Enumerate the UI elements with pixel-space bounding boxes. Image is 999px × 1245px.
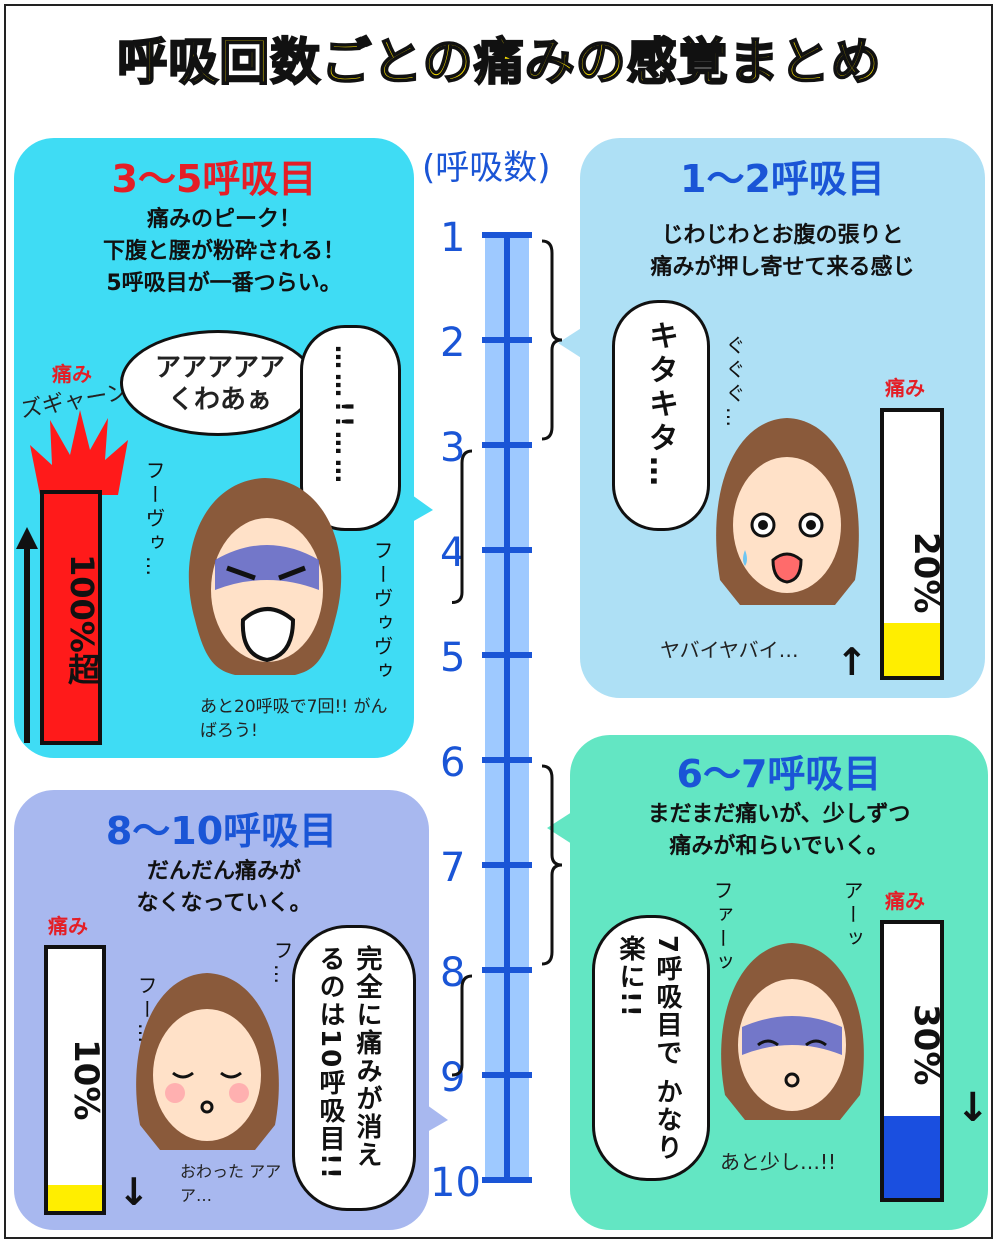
panel-heading: 6〜7呼吸目 (676, 752, 882, 796)
axis-title: (呼吸数) (422, 148, 551, 188)
bubble-text: 完全に痛みが消えるのは10呼吸目!! (315, 945, 382, 1181)
finished-note: おわった アアア… (180, 1162, 282, 1205)
panel-heading: 8〜10呼吸目 (105, 809, 338, 853)
speech-bubble (292, 925, 416, 1211)
group-brace (541, 764, 563, 966)
panel-pointer (405, 490, 433, 526)
group-brace (541, 239, 563, 441)
desc-line: だんだん痛みが (146, 859, 301, 884)
panel-heading: 3〜5呼吸目 (111, 157, 317, 201)
scale-number: 6 (440, 740, 465, 786)
panel-description: だんだん痛みが なくなっていく。 (54, 856, 394, 920)
desc-line: なくなっていく。 (136, 891, 312, 916)
arrow-down-icon: ↓ (956, 1085, 990, 1131)
pain-label: 痛み (885, 376, 925, 400)
face-relieved-icon (136, 973, 279, 1150)
scale-number: 7 (440, 845, 465, 891)
face-screaming-icon (188, 478, 342, 675)
panel-pointer (558, 325, 586, 361)
encouragement-note: あと20呼吸で7回!! がんばろう! (200, 697, 388, 741)
breath-text-right: アーッ (840, 880, 864, 952)
page-frame (4, 4, 993, 1239)
almost-note: あと少し…!! (720, 1150, 837, 1174)
pain-percent: 100%超 (63, 554, 101, 685)
side-text: ぐぐぐ… (722, 335, 746, 431)
breath-text-right: フーヴゥヴゥ (370, 540, 394, 684)
pain-percent: 20% (906, 532, 946, 614)
bubble-text: キタキタ… (643, 320, 678, 490)
breath-text-right: フ… (270, 940, 294, 988)
group-brace (451, 449, 473, 604)
dots-bubble (300, 325, 401, 531)
speech-bubble (612, 300, 710, 531)
desc-line: まだまだ痛いが、少しずつ (647, 802, 911, 827)
scale-number: 1 (440, 215, 465, 261)
pain-percent: 30% (906, 1004, 946, 1086)
worry-note: ヤバイヤバイ… (660, 638, 799, 662)
breath-text-left: フーヴゥ… (142, 460, 166, 580)
arrow-up-icon (16, 527, 38, 743)
desc-line: 痛みが押し寄せて来る感じ (650, 255, 915, 280)
panel-description: 痛みのピーク！ 下腹と腰が粉砕される！ 5呼吸目が一番つらい。 (54, 204, 394, 300)
pain-meter-8-10: 10% (44, 945, 106, 1215)
burst-icon (30, 410, 128, 495)
panel-description: じわじわとお腹の張りと 痛みが押し寄せて来る感じ (590, 220, 975, 284)
bubble-text: 7呼吸目で かなり楽に!! (615, 935, 682, 1163)
pain-meter-fill (884, 1115, 940, 1198)
page-title: 呼吸回数ごとの痛みの感覚まとめ (116, 32, 882, 92)
desc-line: じわじわとお腹の張りと (661, 223, 904, 248)
dots-text: ……!!…… (330, 345, 358, 487)
pain-meter-6-7: 30% (880, 920, 946, 1202)
desc-line: 痛みのピーク！ (146, 207, 301, 232)
scale-number: 2 (440, 320, 465, 366)
group-brace (451, 974, 473, 1077)
panel-pointer (547, 810, 575, 846)
pain-percent: 10% (66, 1039, 106, 1121)
panel-heading: 1〜2呼吸目 (680, 157, 885, 201)
face-tired-icon (721, 943, 864, 1120)
pain-label: 痛み (48, 914, 88, 938)
scale-number: 10 (430, 1160, 481, 1205)
pain-label: 痛み (885, 889, 925, 913)
face-worried-icon (716, 418, 859, 605)
breath-text-left: ファーッ (710, 880, 734, 976)
scale-number: 5 (440, 635, 465, 681)
pain-meter-fill (884, 623, 940, 676)
arrow-up-icon: ↑ (836, 640, 868, 684)
panel-pointer (420, 1100, 448, 1136)
pain-label: 痛み (52, 362, 92, 386)
desc-line: 5呼吸目が一番つらい。 (106, 271, 342, 296)
arrow-down-icon: ↓ (118, 1170, 150, 1214)
pain-meter-3-5: 100%超 (40, 490, 102, 745)
pain-meter-1-2: 20% (880, 408, 946, 680)
shout-text: アアアアア くわあぁ (154, 353, 285, 415)
desc-line: 下腹と腰が粉砕される！ (102, 239, 345, 264)
desc-line: 痛みが和らいでいく。 (669, 834, 889, 859)
speech-bubble (592, 915, 710, 1181)
pain-meter-fill (48, 1184, 102, 1211)
panel-description: まだまだ痛いが、少しずつ 痛みが和らいでいく。 (580, 799, 978, 863)
